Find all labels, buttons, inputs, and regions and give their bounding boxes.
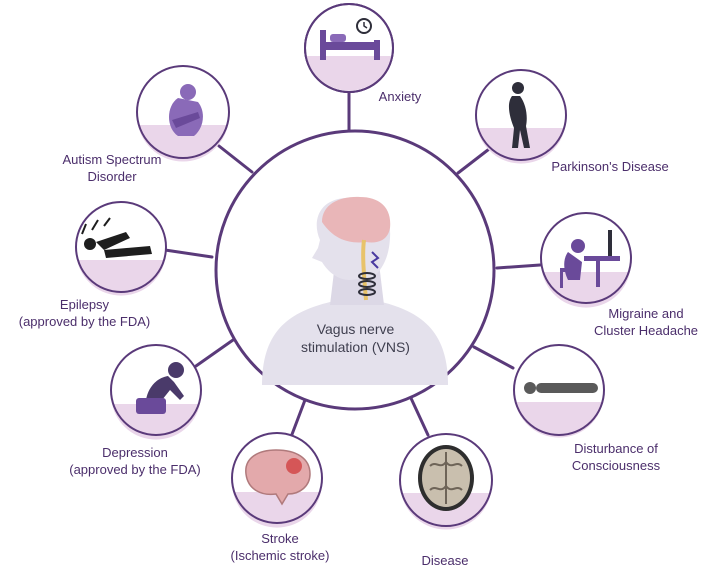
crouching-person-icon — [169, 84, 203, 136]
brain-lesion-icon — [245, 449, 311, 506]
center-label: Vagus nerve stimulation (VNS) — [301, 321, 410, 355]
node-parkinsons — [475, 69, 567, 164]
label-epilepsy: Epilepsy (approved by the FDA) — [18, 297, 151, 329]
label-parkinsons: Parkinson's Disease — [551, 159, 669, 174]
label-stroke: Stroke (Ischemic stroke) — [230, 531, 330, 563]
center-node — [214, 129, 496, 411]
label-depression: Depression (approved by the FDA) — [69, 445, 201, 477]
label-anxiety: Anxiety — [378, 89, 422, 104]
sleep-bed-clock-icon — [320, 18, 380, 60]
node-depression — [110, 344, 202, 440]
label-consciousness: Disturbance of Consciousness — [571, 441, 661, 473]
hunched-walking-person-icon — [508, 82, 530, 148]
sitting-head-down-person-icon — [136, 362, 184, 414]
seizure-person-icon — [81, 217, 152, 258]
connector-lines — [163, 90, 542, 439]
node-disease — [399, 433, 493, 530]
node-epilepsy — [75, 201, 167, 296]
label-autism: Autism Spectrum Disorder — [62, 152, 162, 184]
lying-person-icon — [524, 382, 598, 394]
node-autism — [136, 65, 230, 162]
node-migraine — [540, 212, 632, 308]
node-consciousness — [513, 344, 605, 438]
person-headache-desk-icon — [560, 230, 620, 288]
label-disease: Disease — [421, 553, 469, 568]
brain-mri-scan-icon — [418, 445, 474, 511]
human-head-nerve-icon — [262, 196, 448, 385]
label-migraine: Migraine and Cluster Headache — [593, 306, 699, 338]
node-stroke — [231, 432, 323, 528]
node-anxiety — [304, 3, 394, 93]
